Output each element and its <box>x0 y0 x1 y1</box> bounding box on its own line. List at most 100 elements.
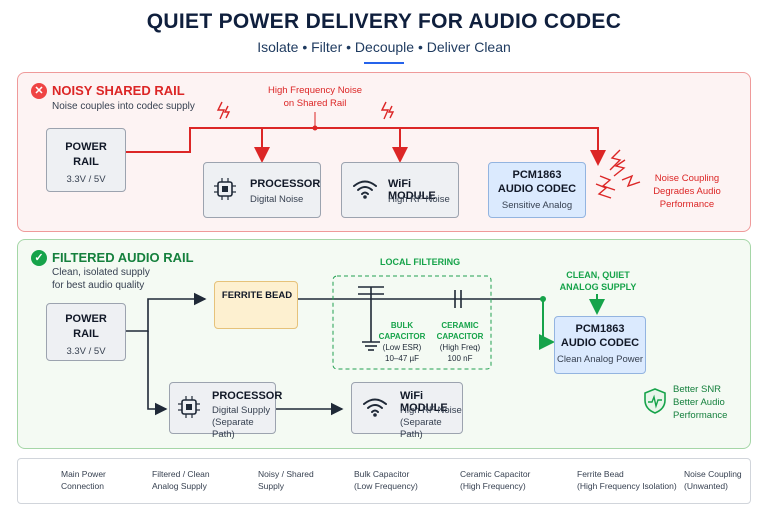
processor-chip-icon <box>178 396 200 418</box>
filtered-rail-title: FILTERED AUDIO RAIL <box>52 250 194 265</box>
snr-note-l2: Better Audio <box>673 397 725 408</box>
snr-note: Better SNR Better Audio Performance <box>673 383 727 422</box>
ceramic-cap-l1: CERAMIC <box>441 321 479 330</box>
legend-item-bulk-cap: Bulk Capacitor (Low Frequency) <box>354 468 418 492</box>
page-subtitle: Isolate • Filter • Decouple • Deliver Cl… <box>257 39 511 55</box>
hf-noise-note-l2: on Shared Rail <box>283 98 347 109</box>
processor-desc-l1: Digital Supply <box>212 405 271 416</box>
legend-label: Bulk Capacitor <box>354 469 410 479</box>
legend-label: Analog Supply <box>152 481 207 491</box>
noise-coupling-note: Noise Coupling Degrades Audio Performanc… <box>642 172 732 211</box>
filtered-processor-box: PROCESSOR Digital Supply (Separate Path) <box>169 382 282 440</box>
legend-label: (High Frequency) <box>460 481 526 491</box>
clean-note-l1: CLEAN, QUIET <box>566 270 630 280</box>
error-x-icon: ✕ <box>31 83 47 99</box>
coupling-note-l3: Performance <box>659 199 715 210</box>
wifi-desc-l2: (Separate Path) <box>400 417 442 440</box>
codec-title-2: AUDIO CODEC <box>560 337 640 349</box>
codec-desc: Sensitive Analog <box>501 200 573 211</box>
filtered-desc-l1: Clean, isolated supply <box>52 267 150 278</box>
wifi-icon <box>362 396 388 418</box>
ceramic-capacitor-label: CERAMIC CAPACITOR (High Freq) 100 nF <box>432 320 488 364</box>
codec-title: PCM1863 <box>575 323 625 335</box>
legend-label: Noisy / Shared <box>258 469 314 479</box>
snr-note-l1: Better SNR <box>673 384 722 395</box>
power-rail-label: POWER <box>65 141 107 153</box>
processor-chip-icon <box>214 178 236 200</box>
processor-title: PROCESSOR <box>250 178 321 190</box>
legend-label: (Low Frequency) <box>354 481 418 491</box>
legend <box>17 458 751 504</box>
bulk-cap-l3: (Low ESR) <box>382 343 422 352</box>
filtered-codec-box: PCM1863 AUDIO CODEC Clean Analog Power <box>554 316 646 374</box>
noisy-rail-title: NOISY SHARED RAIL <box>52 83 185 98</box>
wifi-icon <box>352 178 378 200</box>
wifi-title: WiFi MODULE <box>400 390 448 414</box>
processor-desc-l2: (Separate Path) <box>212 417 254 440</box>
legend-label: Ceramic Capacitor <box>460 469 531 479</box>
bulk-cap-l2: CAPACITOR <box>378 332 426 341</box>
processor-desc: Digital Noise <box>250 194 304 205</box>
wifi-desc: High RF Noise <box>388 194 450 205</box>
legend-item-ferrite: Ferrite Bead (High Frequency Isolation) <box>577 468 677 492</box>
wifi-desc: High RF Noise (Separate Path) <box>400 405 462 441</box>
filtered-power-rail-box: POWER RAIL 3.3V / 5V <box>46 303 126 361</box>
noise-junction-dot <box>312 125 318 131</box>
noisy-rail-wires <box>126 127 606 166</box>
shield-icon <box>643 388 667 414</box>
power-rail-voltage: 3.3V / 5V <box>66 174 106 185</box>
legend-label: (High Frequency Isolation) <box>577 481 677 491</box>
legend-label: Supply <box>258 481 284 491</box>
noise-bolt-icon <box>216 101 641 199</box>
coupling-note-l1: Noise Coupling <box>654 173 720 184</box>
power-rail-label: POWER <box>65 313 107 325</box>
main-power-wires <box>126 292 540 416</box>
bulk-cap-l1: BULK <box>390 321 414 330</box>
legend-label: (Unwanted) <box>684 481 728 491</box>
wifi-title: WiFi MODULE <box>388 178 436 202</box>
hf-noise-note: High Frequency Noise on Shared Rail <box>250 84 380 110</box>
filtered-desc-l2: for best audio quality <box>52 280 145 291</box>
bulk-capacitor-icon <box>358 286 384 351</box>
check-icon: ✓ <box>31 250 47 266</box>
noisy-power-rail-box: POWER RAIL 3.3V / 5V <box>46 128 126 192</box>
filtered-wifi-box: WiFi MODULE High RF Noise (Separate Path… <box>351 382 463 440</box>
legend-label: Ferrite Bead <box>577 469 624 479</box>
processor-desc: Digital Supply (Separate Path) <box>212 405 275 441</box>
legend-label: Connection <box>61 481 105 491</box>
noisy-rail-desc: Noise couples into codec supply <box>52 101 195 112</box>
legend-item-filtered: Filtered / Clean Analog Supply <box>152 468 210 492</box>
noisy-processor-box: PROCESSOR Digital Noise <box>203 162 321 218</box>
legend-item-main-power: Main Power Connection <box>61 468 106 492</box>
coupling-note-l2: Degrades Audio <box>653 186 721 197</box>
codec-desc: Clean Analog Power <box>556 354 644 365</box>
codec-title: PCM1863 <box>512 169 562 181</box>
legend-item-noise-coupling: Noise Coupling (Unwanted) <box>684 468 742 492</box>
power-rail-voltage: 3.3V / 5V <box>66 346 106 357</box>
legend-item-noisy: Noisy / Shared Supply <box>258 468 314 492</box>
filtered-rail-desc: Clean, isolated supply for best audio qu… <box>52 266 150 292</box>
power-rail-label-2: RAIL <box>73 156 99 168</box>
page-title: QUIET POWER DELIVERY FOR AUDIO CODEC <box>146 10 622 33</box>
ferrite-bead-box: FERRITE BEAD <box>214 281 298 329</box>
clean-supply-note: CLEAN, QUIET ANALOG SUPPLY <box>550 269 646 293</box>
power-rail-label-2: RAIL <box>73 328 99 340</box>
noisy-wifi-box: WiFi MODULE High RF Noise <box>341 162 459 218</box>
noisy-codec-box: PCM1863 AUDIO CODEC Sensitive Analog <box>488 162 586 218</box>
bulk-cap-l4: 10–47 µF <box>385 354 419 363</box>
wifi-desc-l1: High RF Noise <box>400 405 462 416</box>
legend-item-ceramic-cap: Ceramic Capacitor (High Frequency) <box>460 468 530 492</box>
clean-junction-dot <box>540 296 546 302</box>
legend-label: Filtered / Clean <box>152 469 210 479</box>
processor-title: PROCESSOR <box>212 390 283 402</box>
ceramic-capacitor-icon <box>454 290 462 308</box>
snr-note-l3: Performance <box>673 410 728 421</box>
ceramic-cap-l3: (High Freq) <box>439 343 481 352</box>
codec-title-2: AUDIO CODEC <box>497 183 577 195</box>
local-filtering-box <box>332 275 492 370</box>
hf-noise-note-l1: High Frequency Noise <box>268 85 362 96</box>
ceramic-cap-l4: 100 nF <box>447 354 473 363</box>
local-filtering-label: LOCAL FILTERING <box>380 257 461 267</box>
ferrite-title: FERRITE BEAD <box>221 290 293 301</box>
